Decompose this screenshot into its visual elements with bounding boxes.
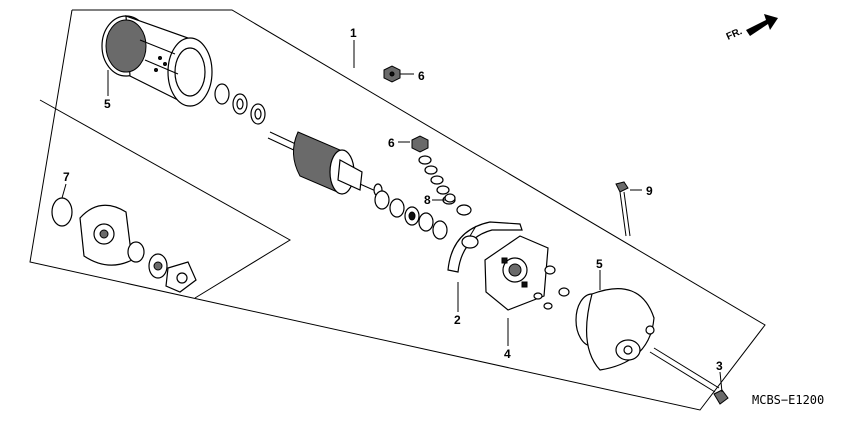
leader-lines (61, 40, 723, 393)
callout-4: 4 (504, 347, 511, 361)
callout-7: 7 (63, 170, 70, 184)
through-bolt (649, 347, 729, 405)
assembly-frame (29, 9, 766, 411)
callout-1: 1 (350, 26, 357, 40)
callout-8: 8 (424, 193, 431, 207)
front-label: FR. (725, 26, 744, 43)
brush-holder-assembly (484, 235, 570, 311)
armature-washer-set (374, 190, 448, 240)
yoke-housing (101, 15, 213, 107)
front-cover-group (51, 197, 197, 293)
mounting-bolt (615, 181, 631, 237)
front-direction-arrow-icon (746, 14, 778, 36)
callout-3: 3 (716, 359, 723, 373)
brush-holder-plate (447, 221, 523, 273)
callout-5-yoke: 5 (104, 97, 111, 111)
o-ring-8 (444, 193, 472, 216)
thrust-washer-set (214, 83, 266, 125)
callout-2: 2 (454, 313, 461, 327)
callout-5-cover: 5 (596, 257, 603, 271)
rear-end-cover (575, 288, 655, 371)
armature (267, 131, 383, 197)
callout-9: 9 (646, 184, 653, 198)
nut-upper (383, 65, 401, 83)
front-indicator: FR. (725, 14, 778, 43)
diagram-code: MCBS−E1200 (752, 393, 824, 407)
callout-6-lower: 6 (388, 136, 395, 150)
callout-6-upper: 6 (418, 69, 425, 83)
